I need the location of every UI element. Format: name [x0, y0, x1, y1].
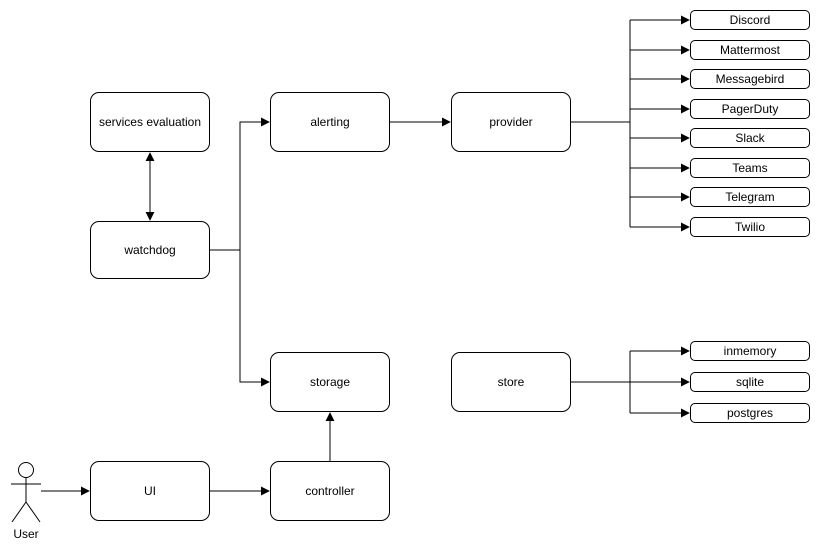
- node-storage-label: storage: [309, 374, 351, 389]
- node-controller-label: controller: [305, 483, 355, 498]
- node-provider-twilio: Twilio: [690, 217, 810, 237]
- provider-item-label: Messagebird: [715, 71, 785, 86]
- node-services-evaluation: services evaluation: [90, 92, 210, 152]
- edge-store-fanout: [571, 346, 690, 418]
- store-item-label: postgres: [726, 405, 774, 420]
- node-store-inmemory: inmemory: [690, 341, 810, 361]
- node-watchdog-label: watchdog: [124, 242, 176, 257]
- node-provider-messagebird: Messagebird: [690, 69, 810, 89]
- edge-watchdog-alerting: [239, 117, 270, 250]
- node-provider-discord: Discord: [690, 10, 810, 30]
- node-provider-slack: Slack: [690, 128, 810, 148]
- node-provider-mattermost: Mattermost: [690, 40, 810, 60]
- edge-provider-fanout: [571, 15, 690, 232]
- node-ui: UI: [90, 461, 210, 521]
- node-alerting-label: alerting: [310, 114, 350, 129]
- user-actor-label: User: [13, 527, 39, 541]
- node-provider-telegram: Telegram: [690, 187, 810, 207]
- node-store: store: [451, 352, 571, 412]
- provider-item-label: Teams: [732, 160, 768, 175]
- node-provider: provider: [451, 92, 571, 152]
- node-provider-pagerduty: PagerDuty: [690, 99, 810, 119]
- provider-item-label: Discord: [729, 12, 771, 27]
- node-store-postgres: postgres: [690, 403, 810, 423]
- store-item-label: sqlite: [735, 374, 764, 389]
- node-services-evaluation-label: services evaluation: [98, 114, 202, 129]
- store-item-label: inmemory: [723, 343, 777, 358]
- node-ui-label: UI: [144, 483, 156, 498]
- node-watchdog: watchdog: [90, 221, 210, 279]
- provider-item-label: Telegram: [725, 189, 775, 204]
- node-provider-teams: Teams: [690, 158, 810, 178]
- provider-item-label: PagerDuty: [721, 101, 779, 116]
- node-alerting: alerting: [270, 92, 390, 152]
- provider-item-label: Slack: [735, 130, 765, 145]
- node-controller: controller: [270, 461, 390, 521]
- node-store-sqlite: sqlite: [690, 372, 810, 392]
- user-actor-icon: [11, 462, 41, 523]
- node-storage: storage: [270, 352, 390, 412]
- node-provider-label: provider: [489, 114, 533, 129]
- provider-item-label: Mattermost: [719, 42, 780, 57]
- edge-watchdog-storage: [239, 250, 270, 387]
- node-store-label: store: [497, 374, 525, 389]
- provider-item-label: Twilio: [734, 219, 765, 234]
